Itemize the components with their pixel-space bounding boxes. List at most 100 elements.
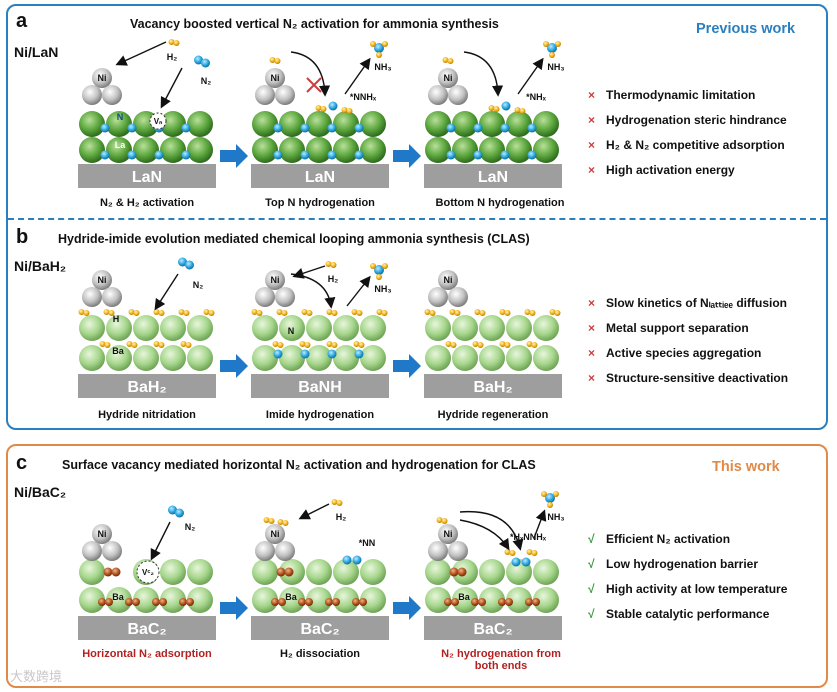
- c-atom: [471, 598, 479, 606]
- reaction-arrow: [292, 265, 326, 279]
- panel-c-bullet: √Low hydrogenation barrier: [588, 557, 759, 571]
- reaction-arrow: [463, 51, 504, 97]
- ni-label: Ni: [98, 73, 107, 83]
- h-atom: [529, 310, 536, 316]
- ba-atom: [306, 587, 332, 613]
- ba-atom: [360, 345, 386, 371]
- panel-a-bullet: ×High activation energy: [588, 163, 735, 177]
- ba-atom: [479, 315, 505, 341]
- h-atom: [504, 310, 511, 316]
- flow-arrow-icon: [393, 144, 421, 168]
- h-atom: [320, 106, 327, 112]
- n-atom: [521, 557, 531, 567]
- panel-b-step-3: Hydride regeneration: [437, 409, 549, 421]
- ba-atom: [279, 587, 305, 613]
- h2-label: H₂: [328, 274, 339, 284]
- h-atom: [256, 310, 263, 316]
- h-atom: [358, 342, 365, 348]
- n-atom: [175, 508, 184, 518]
- ba-atom: [479, 559, 505, 585]
- ni-atom: [275, 85, 295, 105]
- nh3-label: NH₃: [374, 62, 391, 72]
- c-atom: [325, 598, 333, 606]
- n-atom: [300, 349, 310, 359]
- h-atom: [555, 41, 561, 47]
- h-atom: [504, 342, 511, 348]
- ba-atom: [106, 315, 132, 341]
- ba-atom: [106, 587, 132, 613]
- n-atom: [511, 557, 521, 567]
- support-label: BaNH: [298, 379, 342, 396]
- ba-atom: [452, 345, 478, 371]
- nh3-label: NH₃: [547, 62, 564, 72]
- h-atom: [108, 310, 115, 316]
- la-atom: [306, 111, 332, 137]
- panel-c-bullet: √Stable catalytic performance: [588, 607, 770, 621]
- ni-atom: [92, 524, 112, 544]
- ni-atom: [255, 541, 275, 561]
- h-atom: [128, 309, 135, 315]
- n-atom: [527, 123, 537, 133]
- la-atom: [452, 111, 478, 137]
- ba-atom: [533, 315, 559, 341]
- support-block: [78, 374, 216, 398]
- h-atom: [519, 108, 526, 114]
- panel-c-title: Surface vacancy mediated horizontal N₂ a…: [62, 458, 536, 472]
- h-atom: [549, 309, 556, 315]
- n-atom: [194, 55, 203, 65]
- c-atom: [271, 598, 279, 606]
- ba-atom: [252, 559, 278, 585]
- h-atom: [376, 274, 382, 280]
- reaction-arrow: [290, 51, 331, 97]
- ni-atom: [448, 541, 468, 561]
- n-label: N: [117, 112, 124, 122]
- cross-icon: ×: [588, 88, 596, 102]
- previous-work-tag: Previous work: [696, 21, 796, 37]
- n-atom: [354, 123, 364, 133]
- la-atom: [106, 137, 132, 163]
- la-atom: [425, 111, 451, 137]
- ba-label: Ba: [112, 346, 124, 356]
- la-atom: [506, 111, 532, 137]
- panel-a-catalyst: Ni/LaN: [14, 44, 59, 60]
- c-atom: [152, 598, 160, 606]
- h-atom: [477, 342, 484, 348]
- h-atom: [541, 491, 547, 497]
- h-atom: [301, 309, 308, 315]
- la-atom: [160, 111, 186, 137]
- cross-icon: ×: [588, 346, 596, 360]
- h-atom: [183, 310, 190, 316]
- panel-separator: [8, 218, 826, 220]
- h-atom: [382, 41, 388, 47]
- support-label: LaN: [132, 169, 162, 186]
- h-atom: [304, 342, 311, 348]
- h-atom: [78, 309, 85, 315]
- ba-atom: [187, 315, 213, 341]
- c-atom: [478, 598, 486, 606]
- panel-c-step-3: N₂ hydrogenation from both ends: [441, 648, 561, 672]
- h-atom: [331, 310, 338, 316]
- ni-atom: [275, 287, 295, 307]
- cross-icon: ×: [588, 163, 596, 177]
- c-atom: [444, 598, 452, 606]
- ba-atom: [160, 587, 186, 613]
- ni-label: Ni: [444, 73, 453, 83]
- ba-atom: [79, 315, 105, 341]
- ba-atom: [333, 559, 359, 585]
- flow-arrow-icon: [393, 354, 421, 378]
- ba-atom: [506, 345, 532, 371]
- n-atom: [201, 58, 210, 68]
- ni-atom: [428, 541, 448, 561]
- c-atom: [111, 567, 121, 577]
- h-atom: [353, 341, 360, 347]
- reaction-arrow: [517, 57, 544, 95]
- support-block: [251, 616, 389, 640]
- panel-a-letter: a: [16, 10, 28, 32]
- support-label: BaH₂: [127, 379, 166, 396]
- n-atom: [446, 150, 456, 160]
- panel-a-step-3: Bottom N hydrogenation: [435, 197, 565, 209]
- flow-arrow-icon: [393, 596, 421, 620]
- support-block: [424, 374, 562, 398]
